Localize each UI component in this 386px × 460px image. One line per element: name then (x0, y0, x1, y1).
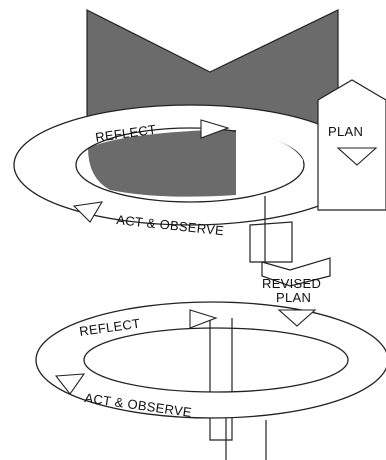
cycle-1-inner-hole-right (236, 130, 303, 197)
cycle-1-ring (13, 104, 367, 226)
cycle-1-act-triangle-icon (72, 201, 104, 223)
cycle-2-ring (35, 301, 386, 460)
cycle-2-reflect-triangle-icon (189, 309, 218, 329)
connector-ribbon (249, 221, 293, 263)
cycle-1-inner-dark (88, 130, 236, 197)
cycle-1-inner-ellipse (75, 127, 305, 203)
plan-ribbon-1 (317, 79, 386, 211)
revised-plan-triangle-icon (277, 309, 317, 327)
revised-plan-label-line2: PLAN (276, 290, 311, 305)
revised-plan-label-line1: REVISED (262, 276, 321, 291)
cycle-2-act-triangle-icon (54, 373, 86, 395)
cycle-1-plan-triangle-icon (336, 147, 378, 166)
cycle-2-inner-ellipse (83, 327, 349, 393)
cycle-1-reflect-triangle-icon (200, 119, 230, 139)
cycle-1-plan-label: PLAN (328, 124, 363, 139)
revised-plan-chevron (261, 257, 331, 287)
